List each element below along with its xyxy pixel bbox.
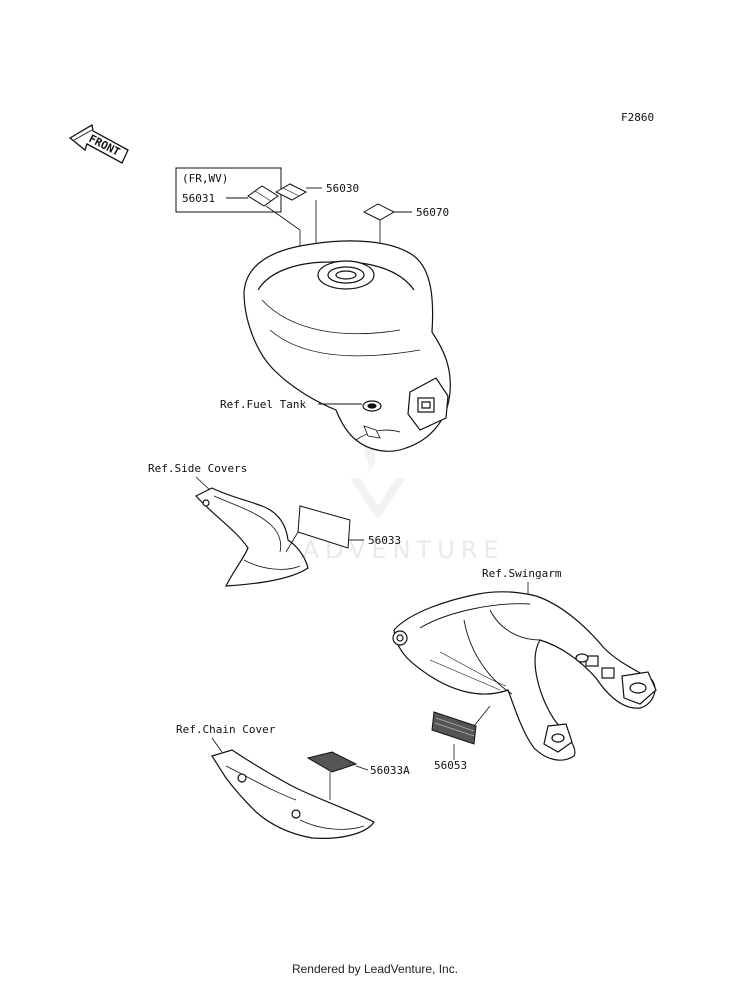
region-note: (FR,WV) [182,172,228,185]
chain-cover-drawing [211,749,375,839]
label-ref-swingarm: Ref.Swingarm [482,567,562,580]
label-ref-fuel-tank: Ref.Fuel Tank [220,398,306,411]
swingarm-drawing [392,591,657,761]
label-56053: 56053 [434,759,467,772]
decal-56030 [274,183,308,201]
label-ref-side-covers: Ref.Side Covers [148,462,247,475]
label-56070: 56070 [416,206,449,219]
decal-56033a [306,751,358,773]
decal-56070 [362,203,396,221]
label-ref-chain-cover: Ref.Chain Cover [176,723,276,736]
decal-56033 [297,505,351,549]
decal-56053 [431,711,477,745]
decal-56031 [247,185,279,207]
label-56031: 56031 [182,192,215,205]
side-cover-drawing [195,487,309,587]
label-56033: 56033 [368,534,401,547]
label-56030: 56030 [326,182,359,195]
label-56033a: 56033A [370,764,410,777]
figure-code: F2860 [621,111,654,124]
front-label: FRONT [87,132,123,159]
footer-credit: Rendered by LeadVenture, Inc. [291,962,459,976]
watermark-logo [350,440,406,520]
front-arrow-icon: FRONT [68,123,129,164]
fuel-tank-drawing [243,240,451,452]
